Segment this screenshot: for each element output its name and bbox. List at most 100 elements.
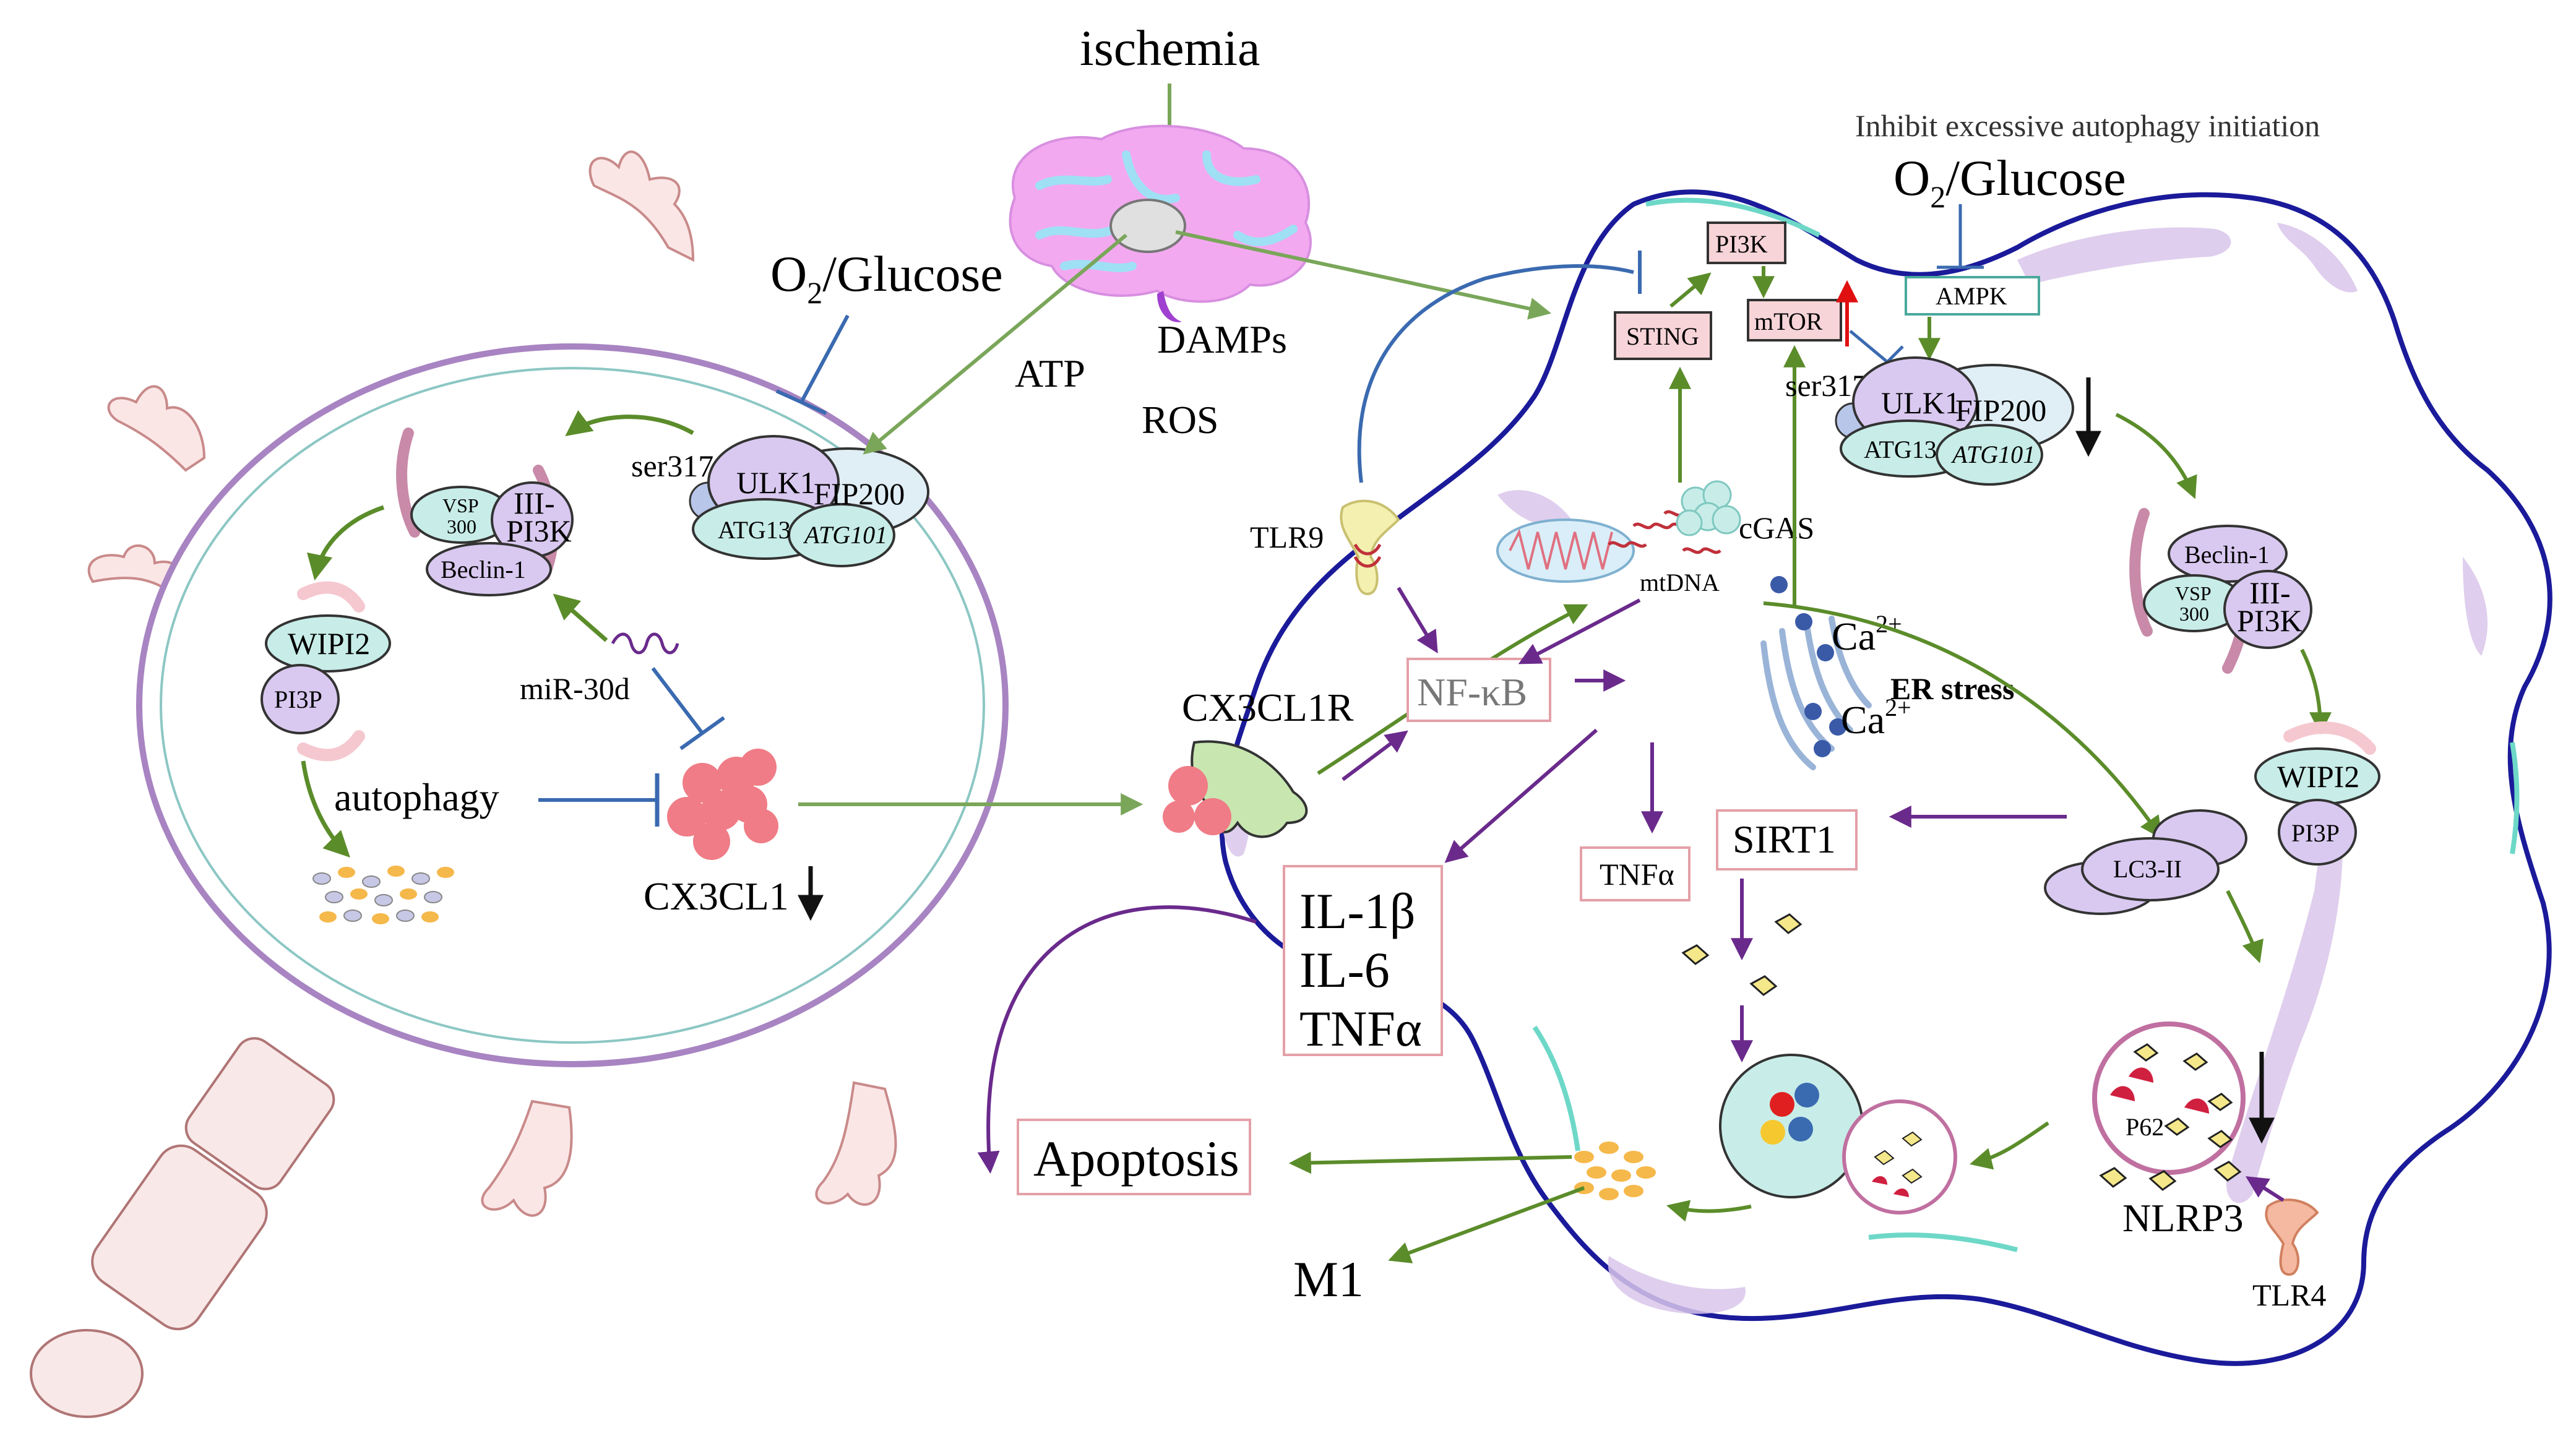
- arrow-ulk-to-vps: [565, 410, 694, 437]
- vsp300-label-right: 300: [2179, 603, 2209, 625]
- phagophore-right-3: [2283, 721, 2376, 755]
- wipi2-label-left: WIPI2: [288, 626, 370, 661]
- arrow-to-cytokines: [1444, 728, 1598, 863]
- vsp-label-right: VSP: [2175, 582, 2212, 604]
- pi3p-left: [261, 664, 340, 734]
- cx3cl1r-label: CX3CL1R: [1182, 686, 1354, 729]
- autophagosome-middle-contents: [1874, 1131, 1923, 1184]
- autophagic-vesicles-left: [312, 866, 454, 924]
- tnfa-small-box: [1580, 846, 1691, 901]
- cx3cl1-label: CX3CL1: [644, 874, 789, 918]
- phagophore-left-3: [297, 581, 365, 613]
- atg101-label-right: ATG101: [1950, 441, 2035, 468]
- autophagy-label: autophagy: [334, 775, 499, 819]
- brain-icon: [1009, 124, 1312, 322]
- m1-label: M1: [1293, 1251, 1364, 1307]
- sirt1-label: SIRT1: [1733, 817, 1836, 861]
- ischemia-label: ischemia: [1080, 20, 1260, 76]
- p62-label: P62: [2126, 1113, 2164, 1141]
- wipi2-left: [265, 614, 391, 673]
- dendrite-bottom-1: [481, 1099, 573, 1217]
- cytokine-box: [1283, 865, 1443, 1056]
- ulk1-label-left: ULK1: [736, 465, 816, 500]
- ulk1-complex-right: ULK1 FIP200 ATG13 ATG101: [1840, 356, 2074, 486]
- arrow-to-m1: [1388, 1186, 1585, 1263]
- tlr9-inhibit-curve: [1357, 264, 1634, 483]
- il6-label: IL-6: [1299, 942, 1390, 998]
- arrow-lc3-to-autolysosome: [2226, 890, 2264, 963]
- mtor-box: [1747, 299, 1842, 342]
- tlr9-label: TLR9: [1250, 520, 1324, 554]
- il1b-label: IL-1β: [1299, 883, 1415, 939]
- neuron-nucleus-outline: [160, 367, 985, 1044]
- arrow-receptor-to-nfkb-2: [1342, 730, 1408, 781]
- o2-glucose-right: O2/Glucose: [1893, 150, 2126, 214]
- tnfa-label: TNFα: [1299, 1000, 1422, 1057]
- pi3k-label-right: PI3K: [2237, 603, 2302, 638]
- tlr9-dna: [1353, 543, 1382, 568]
- lysosome-dot-blue: [1794, 1083, 1819, 1107]
- dendrite-top: [588, 150, 695, 262]
- membrane-teal-accent-4: [2510, 742, 2520, 854]
- neuron-cell: [30, 150, 1009, 1418]
- arrow-vps-to-wipi: [307, 505, 385, 581]
- arrow-cytokines-to-apoptosis: [977, 905, 1257, 1174]
- mtor-inhibit-line: [1849, 330, 1889, 363]
- o2-glucose-left: O2/Glucose: [770, 246, 1003, 310]
- arrow-er-to-lc3: [1763, 601, 2163, 839]
- phagophore-left-4: [297, 730, 365, 762]
- wipi2-label-right: WIPI2: [2277, 759, 2359, 794]
- pi3p-label-right: PI3P: [2291, 819, 2340, 847]
- autolysosome-nlrp3: [2133, 1043, 2233, 1148]
- iii-label-right: III-: [2249, 575, 2291, 610]
- ros-label: ROS: [1142, 398, 1219, 442]
- arrow-autolysosome-to-middle: [1970, 1121, 2049, 1170]
- ampk-box: [1905, 276, 2040, 316]
- beclin1-label-right: Beclin-1: [2184, 541, 2270, 569]
- arrow-to-apoptosis: [1288, 1151, 1572, 1174]
- dendrite-left-1: [107, 385, 206, 472]
- cx3cl1-bound-3: [1163, 801, 1195, 833]
- arrow-sting-to-pi3k: [1669, 272, 1712, 308]
- o2-inhibit-line-left: [799, 314, 850, 403]
- mitochondrion: [1496, 518, 1635, 583]
- nfkb-label: NF-κB: [1417, 670, 1527, 714]
- mtdna-label: mtDNA: [1640, 569, 1720, 596]
- membrane-teal-accent-2: [1868, 1232, 2018, 1252]
- nfkb-box: [1406, 658, 1551, 722]
- inhibit-initiation-text: Inhibit excessive autophagy initiation: [1855, 108, 2320, 143]
- vesicles-bottom: [1574, 1141, 1656, 1200]
- mtor-label: mTOR: [1754, 307, 1823, 335]
- axon: [30, 1037, 335, 1418]
- arrow-brain-to-neuron: [863, 233, 1127, 455]
- dendrite-bottom-2: [815, 1081, 897, 1206]
- ampk-label: AMPK: [1936, 282, 2007, 310]
- phagophore-right-1: [2129, 508, 2153, 637]
- lysosome-dot-blue-2: [1788, 1117, 1813, 1141]
- lc3-complex: LC3-II: [2044, 809, 2247, 915]
- arrow-mir30d-to-beclin: [553, 593, 608, 642]
- cgas-label: cGAS: [1739, 510, 1814, 545]
- pi3k-complex-left: VSP 300 III- PI3K Beclin-1: [410, 481, 574, 596]
- apoptosis-label: Apoptosis: [1033, 1130, 1239, 1187]
- membrane-teal-accent: [1645, 197, 1820, 238]
- nlrp3-icons-middle: [1681, 913, 1803, 996]
- arrow-tlr4-to-nlrp3: [2245, 1176, 2285, 1202]
- o2-inhibit-bar-left: [775, 389, 827, 415]
- arrow-tlr9-to-nfkb: [1397, 587, 1438, 654]
- tlr4-receptor: [2265, 1198, 2319, 1276]
- pi3k-label-left: PI3K: [506, 514, 572, 548]
- lc3-label: LC3-II: [2113, 855, 2182, 883]
- atg101-label-left: ATG101: [803, 521, 887, 549]
- atg13-label-right: ATG13: [1864, 436, 1937, 463]
- vsp-label-left: VSP: [442, 494, 479, 517]
- fip200-label-left: FIP200: [814, 476, 905, 511]
- nlrp3-icons-bottom: [2099, 1161, 2242, 1191]
- autophagosome-middle: [1842, 1099, 1957, 1215]
- fip200-label-right: FIP200: [1955, 393, 2046, 428]
- arrow-ulk-to-beclin-right: [2115, 413, 2197, 499]
- arrow-mtdna-to-nfkb: [1518, 598, 1641, 664]
- pi3p-label-left: PI3P: [274, 686, 322, 713]
- atg13-label-left: ATG13: [718, 516, 791, 544]
- pi3k-label: PI3K: [1715, 230, 1768, 258]
